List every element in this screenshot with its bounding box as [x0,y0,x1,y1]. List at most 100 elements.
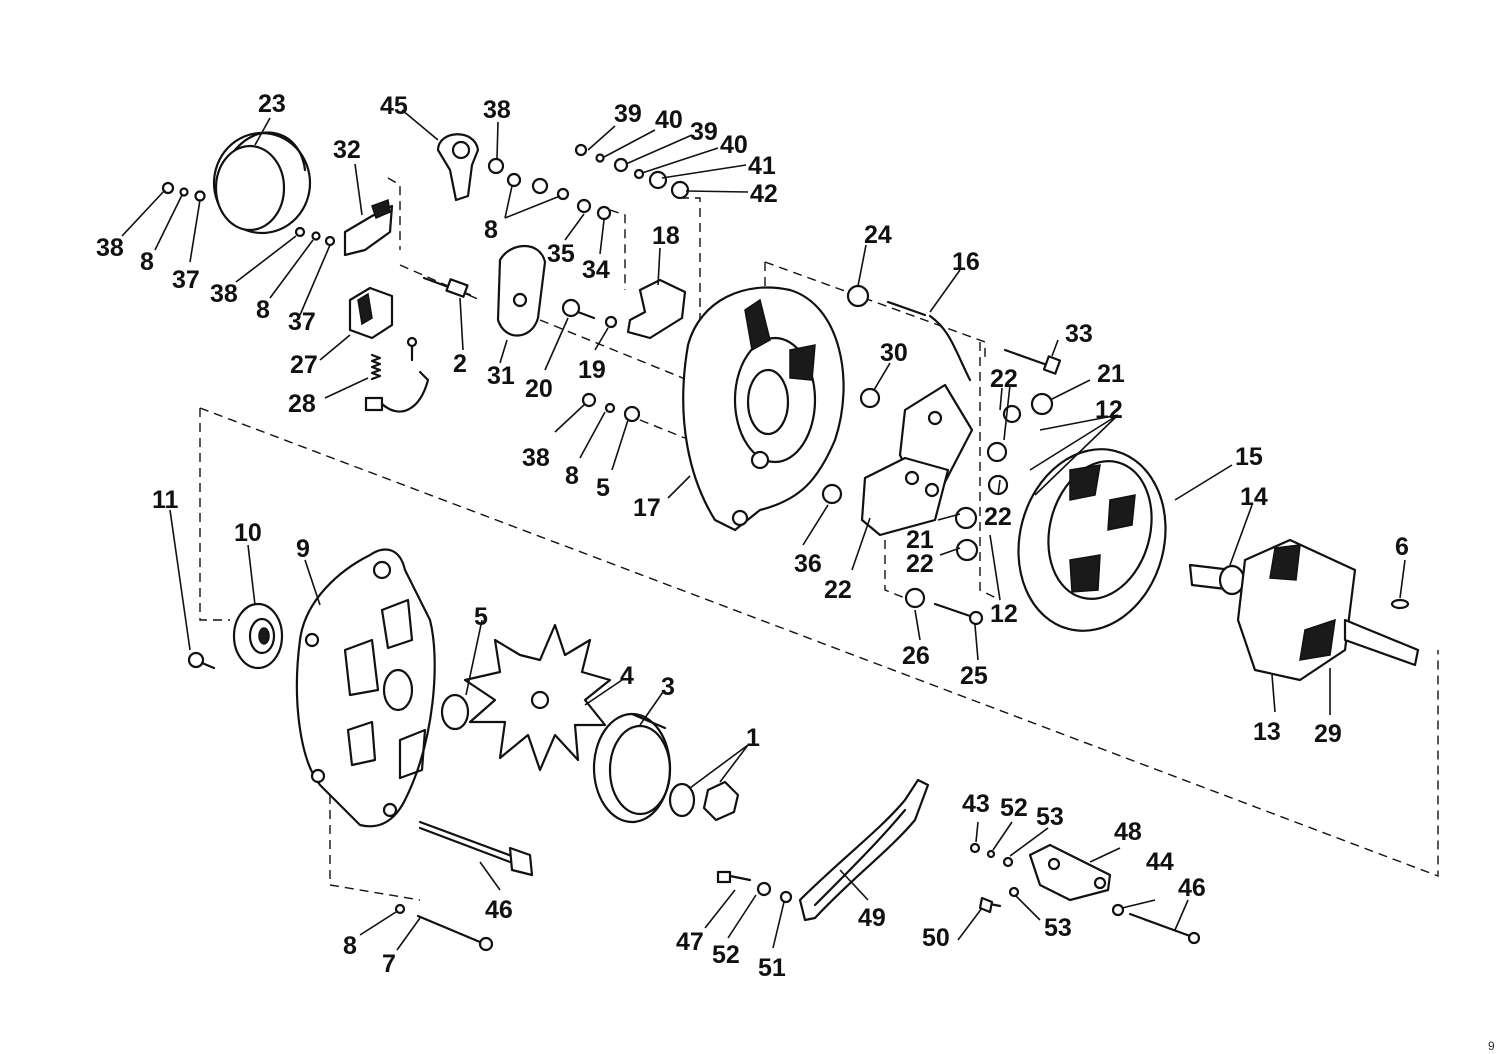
callout-38: 38 [96,234,124,262]
adjusting-bolt-part [716,870,793,904]
callout-50: 50 [922,924,950,952]
callout-8: 8 [140,248,154,276]
pulley-part [592,712,672,824]
callout-7: 7 [382,950,396,978]
diodes-part [954,392,1054,562]
rotor-part [1188,538,1420,682]
corner-mark: 9 [1488,1039,1495,1053]
callout-12: 12 [1095,396,1123,424]
callout-25: 25 [960,662,988,690]
callout-2: 2 [453,350,467,378]
callout-40: 40 [720,131,748,159]
nuts-and-washers-top [487,143,690,221]
callout-11: 11 [152,486,179,514]
callout-13: 13 [1253,718,1281,746]
callout-37: 37 [288,308,316,336]
mounting-bolt-part [418,820,534,877]
callout-49: 49 [858,904,886,932]
callout-10: 10 [234,519,262,547]
grommet-and-screw-part [904,587,984,626]
callout-39: 39 [614,100,642,128]
callout-36: 36 [794,550,822,578]
callout-14: 14 [1240,483,1268,511]
drive-end-frame-part [295,548,436,828]
mounting-bracket-part [969,842,1201,945]
callout-22: 22 [990,365,1018,393]
callout-47: 47 [676,928,704,956]
terminal-boot-part [436,133,480,202]
alignment-lines [199,177,1439,901]
callout-53: 53 [1044,914,1072,942]
bushing-and-wire-part [846,284,972,382]
callout-46: 46 [485,896,513,924]
leader-lines [121,109,1406,951]
callout-5: 5 [596,474,610,502]
callout-33: 33 [1065,320,1093,348]
callout-52: 52 [1000,794,1028,822]
callout-41: 41 [748,152,776,180]
callout-43: 43 [962,790,990,818]
callout-35: 35 [547,240,575,268]
callout-37: 37 [172,266,200,294]
callout-19: 19 [578,356,606,384]
callout-5: 5 [474,603,488,631]
callout-53: 53 [1036,803,1064,831]
fan-part [463,623,612,772]
callout-38: 38 [483,96,511,124]
callout-24: 24 [864,221,892,249]
callout-32: 32 [333,136,361,164]
callout-9: 9 [296,535,310,563]
callout-27: 27 [290,351,318,379]
callout-18: 18 [652,222,680,250]
callout-21: 21 [1097,360,1125,388]
callout-46: 46 [1178,874,1206,902]
callout-38: 38 [522,444,550,472]
callout-8: 8 [256,296,270,324]
heat-sink-plates-part [860,383,974,537]
callout-6: 6 [1395,533,1409,561]
callout-45: 45 [380,92,408,120]
through-bolt-part [1003,348,1062,375]
callout-3: 3 [661,673,675,701]
callout-8: 8 [565,462,579,490]
stator-part [1017,448,1167,632]
terminal-bracket-part [626,278,687,340]
callout-21: 21 [906,526,934,554]
callout-22: 22 [906,550,934,578]
callout-30: 30 [880,339,908,367]
callout-8: 8 [343,932,357,960]
callout-42: 42 [750,180,778,208]
callout-labels: 23 32 38 8 37 38 8 37 45 38 8 35 34 18 2… [96,90,1495,1053]
callout-15: 15 [1235,443,1263,471]
callout-23: 23 [258,90,286,118]
callout-29: 29 [1314,720,1342,748]
callout-51: 51 [758,954,786,982]
spacer-part [440,693,470,731]
callout-26: 26 [902,642,930,670]
callout-22: 22 [984,503,1012,531]
callout-20: 20 [525,375,553,403]
slip-ring-end-frame-part [682,286,845,532]
callout-4: 4 [620,662,634,690]
callout-39: 39 [690,118,718,146]
callout-17: 17 [633,494,661,522]
callout-28: 28 [288,390,316,418]
callout-1: 1 [746,724,760,752]
callout-38: 38 [210,280,238,308]
coil-ring-part [212,131,312,235]
insulator-plate-part [496,245,547,337]
long-bolt-part [394,903,494,952]
small-screw-part [187,651,216,670]
washers-frame [821,387,881,505]
regulator-bracket-part [343,198,394,257]
callout-52: 52 [712,941,740,969]
screw-and-washer-part [561,298,618,329]
callout-48: 48 [1114,818,1142,846]
callout-34: 34 [582,256,610,284]
callout-40: 40 [655,106,683,134]
callout-16: 16 [952,248,980,276]
callout-8: 8 [484,216,498,244]
adjusting-brace-part [798,778,930,922]
